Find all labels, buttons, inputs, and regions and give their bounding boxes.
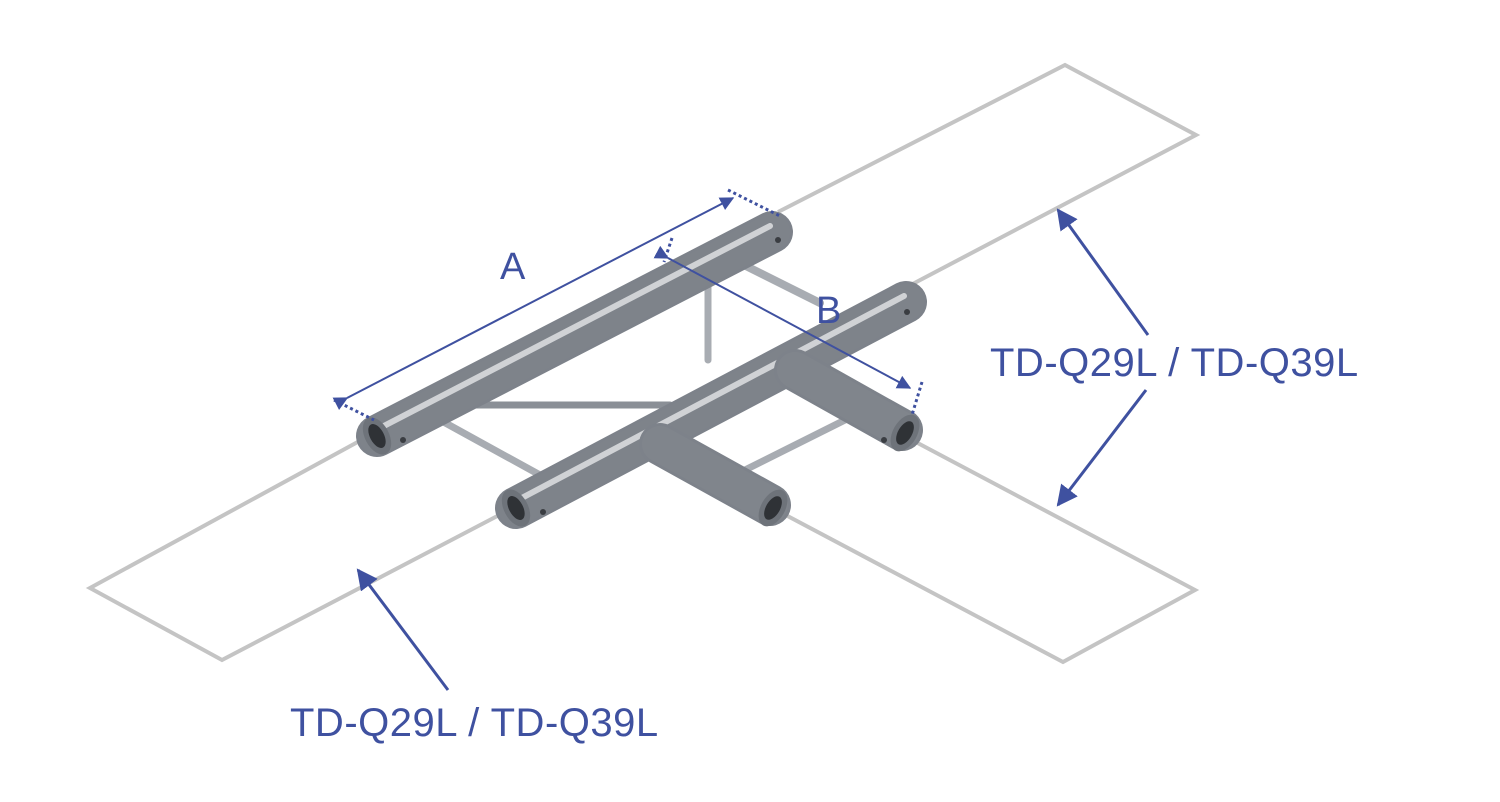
- bolt-hole: [904, 309, 910, 315]
- tube-end-icon: [890, 414, 920, 452]
- arrow-icon: [1056, 208, 1150, 336]
- dimension-b-extension-top: [662, 237, 674, 263]
- truss-outline-lower-right: [779, 438, 1200, 665]
- truss-outline-right-upper: [777, 62, 1201, 290]
- brace-right-upper: [734, 258, 824, 307]
- dimension-b-line: [653, 245, 912, 389]
- bolt-hole: [400, 437, 406, 443]
- tube-end-icon: [758, 489, 788, 527]
- dimension-b-extension-bottom: [910, 381, 924, 416]
- truss-model-label-bottom: TD-Q29L / TD-Q39L: [290, 701, 659, 745]
- brace-right-lower: [741, 416, 849, 474]
- arrow-icon: [356, 568, 450, 691]
- dimension-a: [332, 188, 781, 422]
- bolt-hole: [540, 509, 546, 515]
- dimension-a-label: A: [500, 246, 526, 288]
- dimension-a-line: [332, 197, 735, 411]
- dimension-a-extension-left: [333, 398, 375, 422]
- arrow-icon: [1056, 389, 1148, 507]
- truss-model-label-right: TD-Q29L / TD-Q39L: [990, 341, 1359, 385]
- tube-ends: [362, 237, 920, 527]
- dimension-b-label: B: [816, 290, 842, 332]
- bolt-hole: [881, 437, 887, 443]
- truss-outline-lower-left: [85, 430, 506, 663]
- tube-end-icon: [362, 417, 392, 455]
- dimension-a-extension-right: [727, 188, 781, 218]
- label-arrows: [356, 208, 1150, 691]
- tube-end-icon: [501, 489, 531, 527]
- dimension-b: [653, 237, 924, 416]
- brace-diagonal-left: [436, 416, 544, 479]
- bolt-hole: [775, 237, 781, 243]
